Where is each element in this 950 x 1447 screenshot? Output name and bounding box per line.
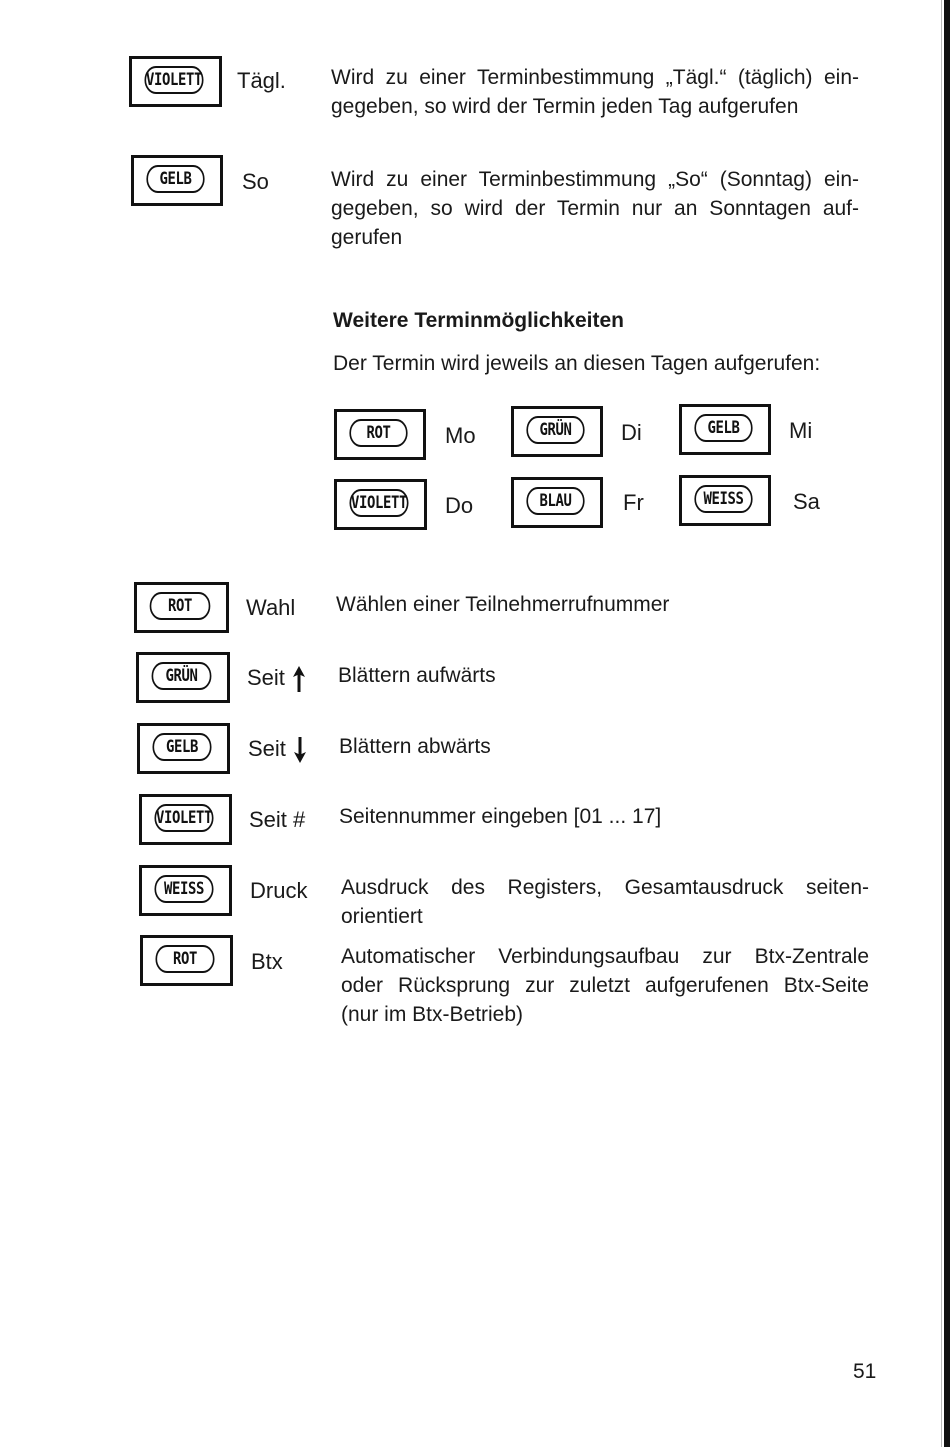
entry-description: Blättern abwärts [339, 735, 491, 758]
key-weiss: WEISS [679, 475, 771, 526]
key-label: WEISS [694, 485, 753, 513]
key-gruen: GRÜN [511, 406, 603, 457]
page-edge-shadow [944, 0, 950, 1447]
day-label-sa: Sa [793, 489, 820, 514]
key-gelb: GELB [131, 155, 223, 206]
key-gelb: GELB [137, 723, 230, 774]
entry-description: Automatischer Verbindungsaufbau zur Btx-… [341, 945, 869, 1026]
page-number: 51 [853, 1360, 877, 1383]
arrow-up-icon [292, 666, 305, 693]
arrow-down-icon [293, 737, 306, 764]
entry-description: Blättern aufwärts [338, 664, 496, 687]
key-label: GRÜN [151, 662, 212, 690]
entry-label: So [242, 169, 269, 194]
key-label: GELB [694, 414, 753, 442]
key-gelb: GELB [679, 404, 771, 455]
entry-label: Seit [248, 736, 306, 764]
key-label: ROT [149, 592, 211, 620]
key-label: VIOLETT [154, 804, 214, 832]
key-rot: ROT [134, 582, 229, 633]
entry-label: Btx [251, 949, 283, 974]
entry-description: Ausdruck des Registers, Gesamtausdruck s… [341, 876, 869, 928]
key-rot: ROT [140, 935, 233, 986]
key-label: GELB [152, 733, 212, 761]
section-intro: Der Termin wird jeweils an diesen Tagen … [333, 352, 821, 375]
key-label: WEISS [154, 875, 214, 903]
entry-description: Wird zu einer Terminbestimmung „Tägl.“ (… [331, 66, 859, 118]
day-label-fr: Fr [623, 490, 644, 515]
key-violett: VIOLETT [139, 794, 232, 845]
entry-label: Tägl. [237, 68, 286, 93]
key-label: BLAU [526, 487, 585, 515]
key-rot: ROT [334, 409, 426, 460]
key-violett: VIOLETT [129, 56, 222, 107]
section-heading: Weitere Terminmöglichkeiten [333, 309, 624, 332]
key-label: GELB [146, 165, 205, 193]
key-label: GRÜN [526, 416, 585, 444]
key-label: VIOLETT [349, 489, 409, 517]
key-label: VIOLETT [144, 66, 204, 94]
key-violett: VIOLETT [334, 479, 427, 530]
entry-label: Wahl [246, 595, 296, 620]
key-blau: BLAU [511, 477, 603, 528]
entry-description: Seitennummer eingeben [01 ... 17] [339, 805, 662, 828]
page-edge-line [941, 0, 942, 1447]
day-label-di: Di [621, 420, 642, 445]
key-label: ROT [349, 419, 408, 447]
day-label-mi: Mi [789, 418, 813, 443]
key-label: ROT [155, 945, 215, 973]
key-gruen: GRÜN [136, 652, 230, 703]
day-label-mo: Mo [445, 423, 476, 448]
entry-description: Wird zu einer Terminbestimmung „So“ (Son… [331, 168, 859, 249]
entry-label: Seit [247, 665, 305, 693]
key-weiss: WEISS [139, 865, 232, 916]
entry-description: Wählen einer Teilnehmerrufnummer [336, 593, 670, 616]
entry-label: Druck [250, 878, 308, 903]
day-label-do: Do [445, 493, 474, 518]
entry-label: Seit # [249, 807, 306, 832]
